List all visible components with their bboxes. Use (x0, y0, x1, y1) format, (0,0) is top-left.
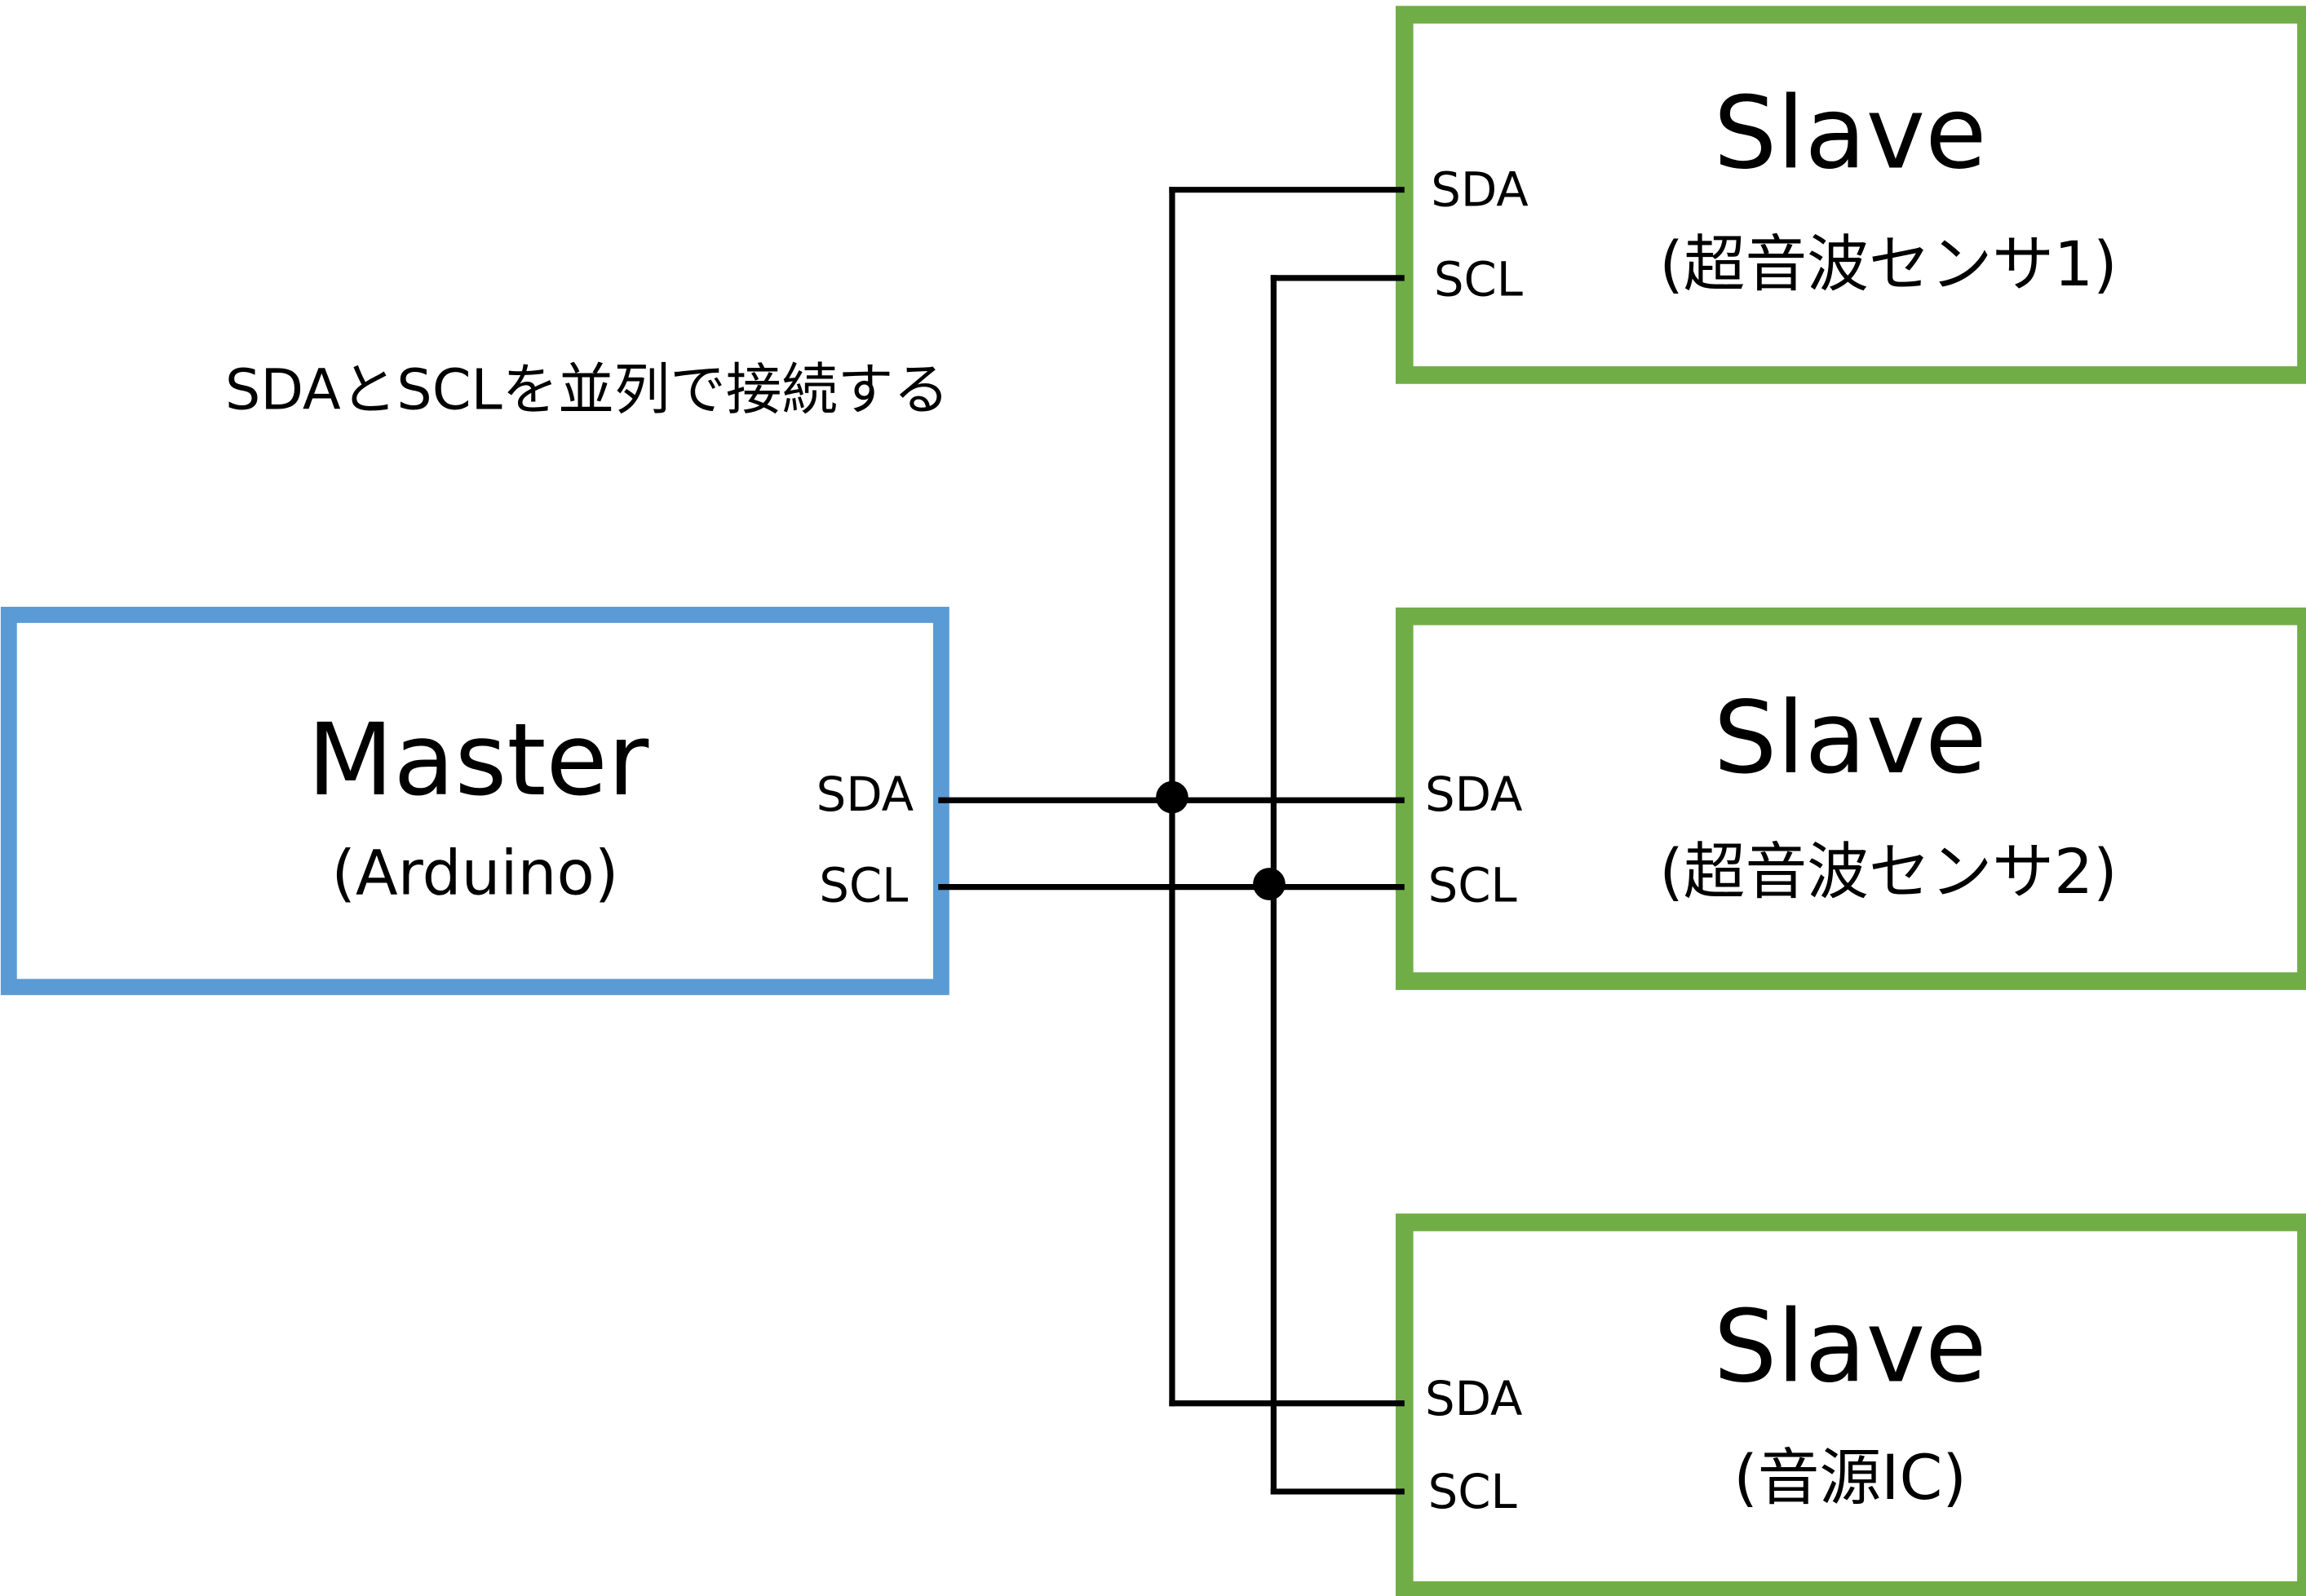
slave-block-1: Slave (超音波センサ1) SDA SCL (1395, 6, 2306, 384)
slave-block-3: Slave (音源IC) SDA SCL (1395, 1214, 2306, 1596)
parallel-connection-note: SDAとSCLを並列で接続する (225, 357, 949, 422)
master-box-border (0, 607, 949, 996)
slave-1-title: Slave (1714, 75, 1987, 192)
sda-junction-dot (1156, 780, 1188, 814)
slave-1-scl-label: SCL (1434, 252, 1523, 307)
slave-1-sda-label: SDA (1431, 162, 1528, 218)
master-scl-label: SCL (819, 858, 908, 913)
slave-2-subtitle: (超音波センサ2) (1659, 836, 2117, 908)
slave-1-subtitle: (超音波センサ1) (1659, 228, 2117, 300)
slave-2-scl-label: SCL (1428, 858, 1517, 913)
slave-3-subtitle: (音源IC) (1733, 1442, 1967, 1514)
master-sda-label: SDA (817, 767, 914, 822)
scl-junction-dot (1253, 868, 1286, 900)
slave-2-box-border (1395, 607, 2306, 990)
slave-3-sda-label: SDA (1425, 1371, 1522, 1426)
scl-bus (938, 275, 1405, 1495)
sda-bus (938, 187, 1405, 1407)
slave-3-title: Slave (1714, 1289, 1987, 1405)
slave-block-2: Slave (超音波センサ2) SDA SCL (1395, 607, 2306, 990)
slave-2-title: Slave (1714, 679, 1987, 796)
slave-3-scl-label: SCL (1428, 1464, 1517, 1519)
master-title: Master (308, 701, 649, 818)
slave-3-box-border (1395, 1214, 2306, 1596)
slave-2-sda-label: SDA (1425, 767, 1522, 822)
master-subtitle: (Arduino) (331, 838, 618, 909)
master-block: Master (Arduino) SDA SCL (0, 607, 949, 996)
slave-1-box-border (1395, 6, 2306, 384)
